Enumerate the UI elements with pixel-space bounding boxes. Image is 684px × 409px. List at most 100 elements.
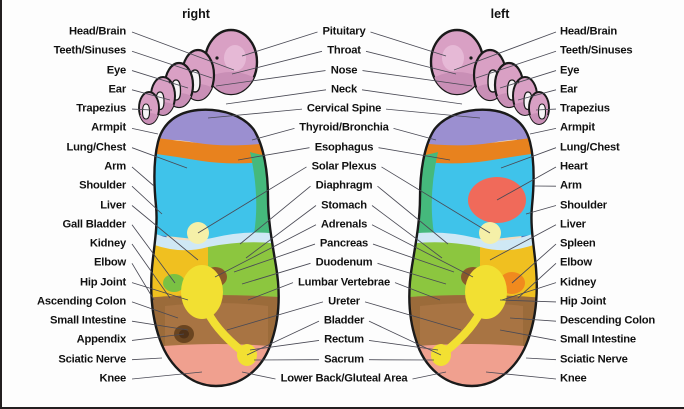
label-center-sacrum: Sacrum	[324, 353, 364, 366]
label-right-shoulder: Shoulder	[560, 198, 607, 211]
leader-line	[489, 224, 557, 261]
label-center-bladder: Bladder	[323, 314, 365, 327]
label-center-lumbar-vertebrae: Lumbar Vertebrae	[298, 276, 390, 289]
leader-line	[475, 50, 557, 79]
leader-line	[131, 333, 185, 341]
leader-line	[517, 263, 557, 299]
label-left-sciatic-nerve: Sciatic Nerve	[58, 353, 126, 366]
leader-line	[214, 224, 317, 278]
label-right-hip-joint: Hip Joint	[560, 295, 607, 308]
leader-line	[394, 282, 441, 301]
label-left-head-brain: Head/Brain	[68, 25, 126, 38]
label-center-lower-back-gluteal-area: Lower Back/Gluteal Area	[280, 372, 408, 385]
label-center-esophagus: Esophagus	[314, 141, 374, 154]
leader-line	[245, 205, 317, 259]
leader-line	[453, 31, 557, 71]
label-right-lung-chest: Lung/Chest	[560, 141, 620, 154]
left-toes	[429, 28, 550, 125]
leader-line	[237, 147, 310, 161]
leader-line	[215, 70, 326, 87]
label-right-arm: Arm	[560, 179, 582, 192]
leader-line	[525, 205, 557, 215]
leader-line	[529, 127, 557, 135]
label-center-pituitary: Pituitary	[322, 25, 366, 38]
leader-line	[131, 320, 189, 331]
leader-line	[393, 127, 437, 141]
label-left-small-intestine: Small Intestine	[50, 314, 126, 327]
leader-line	[225, 89, 327, 105]
label-left-eye: Eye	[106, 63, 127, 76]
leader-line	[131, 263, 155, 301]
right-toes	[138, 28, 259, 125]
leader-line	[412, 371, 447, 380]
leader-line	[365, 50, 457, 75]
leader-line	[370, 31, 447, 57]
label-right-descending-colon: Descending Colon	[560, 314, 656, 327]
label-right-liver: Liver	[560, 218, 586, 231]
label-center-pancreas: Pancreas	[319, 237, 369, 250]
label-center-neck: Neck	[331, 83, 357, 96]
leader-line	[131, 147, 188, 169]
leader-line	[247, 282, 294, 301]
leader-line	[131, 70, 189, 89]
label-right-spleen: Spleen	[560, 237, 596, 250]
leader-line	[381, 166, 491, 234]
label-center-thyroid-bronchia: Thyroid/Bronchia	[299, 121, 389, 134]
leader-line	[131, 282, 189, 301]
label-right-sciatic-nerve: Sciatic Nerve	[560, 353, 628, 366]
leader-line	[499, 329, 557, 341]
leader-line	[207, 108, 303, 119]
label-left-hip-joint: Hip Joint	[79, 276, 126, 289]
leader-line	[501, 282, 557, 301]
leader-line	[496, 166, 557, 201]
leader-line	[371, 205, 443, 259]
leader-lines-right	[453, 31, 557, 380]
label-center-rectum: Rectum	[324, 333, 364, 346]
leader-line	[131, 224, 176, 284]
leader-line	[368, 320, 442, 356]
label-left-ear: Ear	[108, 83, 127, 96]
leader-lines-center-left	[197, 31, 327, 380]
leader-line	[241, 371, 276, 380]
label-left-kidney: Kidney	[89, 237, 126, 250]
leader-line	[500, 147, 557, 169]
label-left-ascending-colon: Ascending Colon	[37, 295, 126, 308]
leader-line	[372, 243, 455, 273]
label-right-elbow: Elbow	[560, 256, 592, 269]
leader-line	[131, 166, 155, 187]
leader-line	[131, 50, 213, 79]
leader-line	[226, 301, 324, 331]
leader-line	[364, 301, 462, 331]
leader-line	[246, 320, 320, 356]
leader-line	[535, 108, 557, 111]
leader-line	[233, 243, 316, 273]
leader-line	[499, 70, 557, 89]
leader-line	[362, 70, 473, 87]
leader-line	[131, 108, 153, 111]
label-left-elbow: Elbow	[94, 256, 126, 269]
leader-line	[131, 371, 203, 380]
label-center-stomach: Stomach	[321, 198, 367, 211]
label-right-teeth-sinuses: Teeth/Sinuses	[560, 44, 633, 57]
label-right-trapezius: Trapezius	[560, 102, 610, 115]
label-right-eye: Eye	[560, 63, 580, 76]
left-foot-title: left	[490, 7, 510, 21]
leader-line	[377, 262, 447, 285]
leader-line	[131, 127, 159, 135]
leader-line	[368, 340, 439, 351]
right-foot-title: right	[182, 7, 210, 21]
label-center-diaphragm: Diaphragm	[315, 179, 373, 192]
leader-line	[499, 299, 557, 303]
label-left-arm: Arm	[104, 160, 126, 173]
leader-line	[485, 371, 557, 380]
leader-line	[509, 317, 557, 322]
leader-line	[385, 108, 481, 119]
label-left-liver: Liver	[100, 198, 126, 211]
label-center-ureter: Ureter	[328, 295, 360, 308]
label-right-knee: Knee	[560, 372, 587, 385]
label-left-lung-chest: Lung/Chest	[66, 141, 126, 154]
label-left-teeth-sinuses: Teeth/Sinuses	[53, 44, 127, 57]
leader-line	[131, 243, 171, 299]
